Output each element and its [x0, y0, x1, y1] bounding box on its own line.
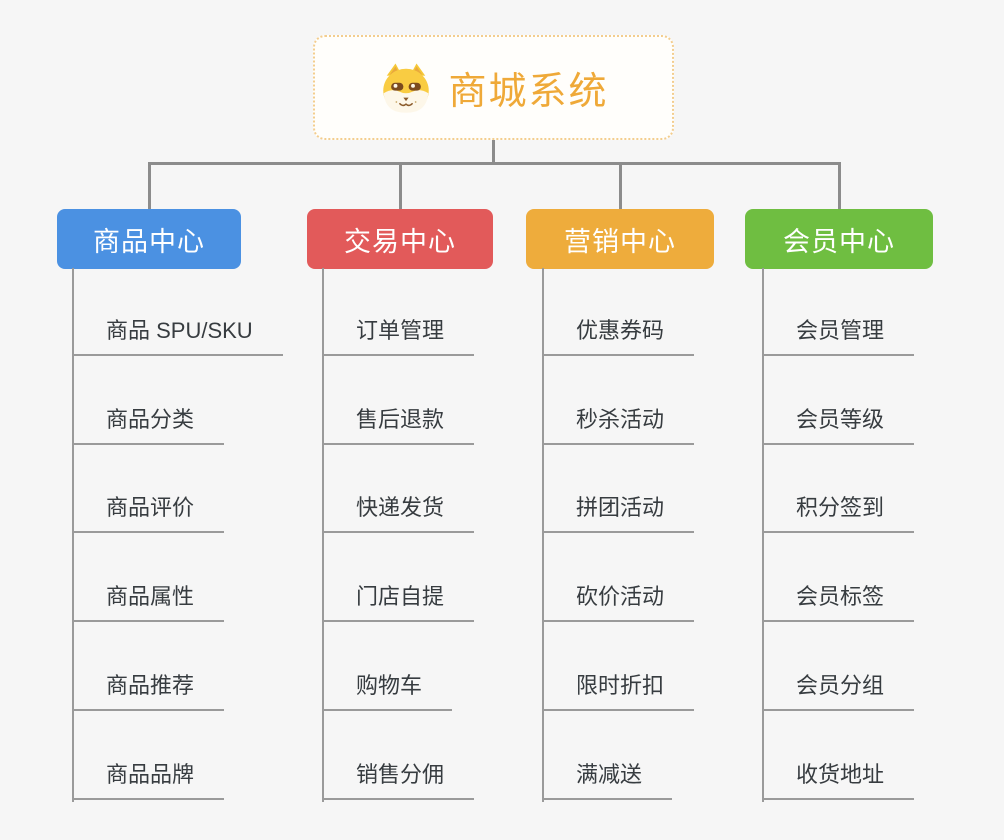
leaf-node[interactable]: 会员标签 — [762, 582, 915, 622]
branch-node-product-center[interactable]: 商品中心 — [57, 209, 241, 269]
leaf-node[interactable]: 商品 SPU/SKU — [72, 316, 283, 356]
leaf-node[interactable]: 满减送 — [542, 760, 673, 800]
leaf-node[interactable]: 商品推荐 — [72, 671, 225, 711]
leaf-node[interactable]: 积分签到 — [762, 493, 915, 533]
leaf-node[interactable]: 秒杀活动 — [542, 405, 695, 445]
leaf-node[interactable]: 售后退款 — [322, 405, 475, 445]
leaf-node[interactable]: 限时折扣 — [542, 671, 695, 711]
leaf-node[interactable]: 门店自提 — [322, 582, 475, 622]
shiba-dog-icon — [383, 63, 430, 113]
leaf-node[interactable]: 会员等级 — [762, 405, 915, 445]
leaf-node[interactable]: 商品品牌 — [72, 760, 225, 800]
branch-label: 会员中心 — [783, 226, 895, 257]
leaf-node[interactable]: 购物车 — [322, 671, 453, 711]
leaf-node[interactable]: 商品属性 — [72, 582, 225, 622]
root-node-title: 商城系统 — [448, 71, 609, 113]
leaf-node[interactable]: 订单管理 — [322, 316, 475, 356]
branch-node-member-center[interactable]: 会员中心 — [745, 209, 933, 269]
leaf-node[interactable]: 砍价活动 — [542, 582, 695, 622]
connector-stub-branch-2 — [618, 162, 622, 210]
leaf-node[interactable]: 销售分佣 — [322, 760, 475, 800]
connector-spine-branch-3 — [762, 268, 764, 802]
connector-horizontal-bus — [147, 162, 841, 165]
connector-stub-branch-1 — [398, 162, 402, 210]
branch-label: 交易中心 — [344, 226, 456, 257]
root-node-mall-system[interactable]: 商城系统 — [313, 35, 674, 140]
leaf-node[interactable]: 会员分组 — [762, 671, 915, 711]
leaf-node[interactable]: 商品评价 — [72, 493, 225, 533]
branch-label: 营销中心 — [564, 226, 676, 257]
connector-stub-branch-0 — [147, 162, 151, 210]
connector-spine-branch-0 — [72, 268, 74, 802]
leaf-node[interactable]: 快递发货 — [322, 493, 475, 533]
leaf-node[interactable]: 收货地址 — [762, 760, 915, 800]
connector-spine-branch-1 — [322, 268, 324, 802]
leaf-node[interactable]: 优惠券码 — [542, 316, 695, 356]
leaf-node[interactable]: 拼团活动 — [542, 493, 695, 533]
leaf-node[interactable]: 商品分类 — [72, 405, 225, 445]
connector-stub-branch-3 — [837, 162, 841, 210]
branch-label: 商品中心 — [93, 226, 205, 257]
branch-node-marketing-center[interactable]: 营销中心 — [526, 209, 714, 269]
leaf-node[interactable]: 会员管理 — [762, 316, 915, 356]
connector-root-drop — [492, 140, 495, 165]
connector-spine-branch-2 — [542, 268, 544, 802]
branch-node-trade-center[interactable]: 交易中心 — [307, 209, 493, 269]
